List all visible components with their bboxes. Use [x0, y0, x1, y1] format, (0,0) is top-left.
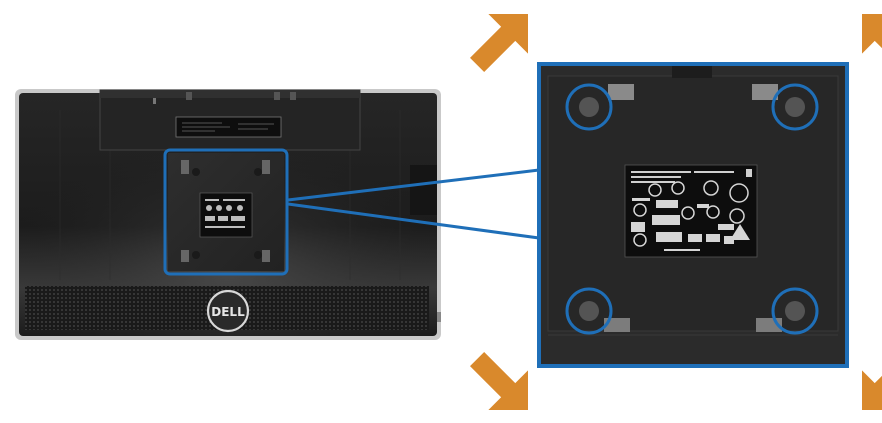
detail-frame-border	[537, 62, 849, 368]
dell-logo: DELL	[206, 289, 250, 333]
highlight-circle-bottom-right	[771, 287, 819, 335]
release-arrows	[470, 14, 882, 410]
clip-top-right	[752, 84, 778, 100]
highlight-circle-top-left	[565, 83, 613, 131]
arrow-top-right-icon	[862, 14, 882, 72]
cable-notch	[410, 165, 437, 215]
vesa-highlight-box	[163, 148, 289, 276]
screw-hole-bottom-left	[579, 301, 599, 321]
screw-hole-top-right	[785, 97, 805, 117]
clip-top-left	[608, 84, 634, 100]
clip-bottom-left	[604, 318, 630, 332]
arrow-top-left-icon	[470, 14, 528, 72]
vesa-detail-view	[537, 62, 849, 368]
regulatory-label-plate	[624, 164, 758, 258]
screw-hole-top-left	[579, 97, 599, 117]
screw-highlights	[565, 83, 819, 335]
vesa-plate-small	[168, 153, 284, 271]
screw-hole-bottom-right	[785, 301, 805, 321]
callout-connector	[287, 168, 540, 240]
highlight-circle-bottom-left	[565, 287, 613, 335]
stand-bracket	[99, 89, 361, 151]
arrow-bottom-left-icon	[470, 352, 528, 410]
logo-text: DELL	[211, 305, 245, 319]
arrow-bottom-right-icon	[862, 352, 882, 410]
monitor-back: DELL	[15, 89, 441, 340]
highlight-circle-top-right	[771, 83, 819, 131]
